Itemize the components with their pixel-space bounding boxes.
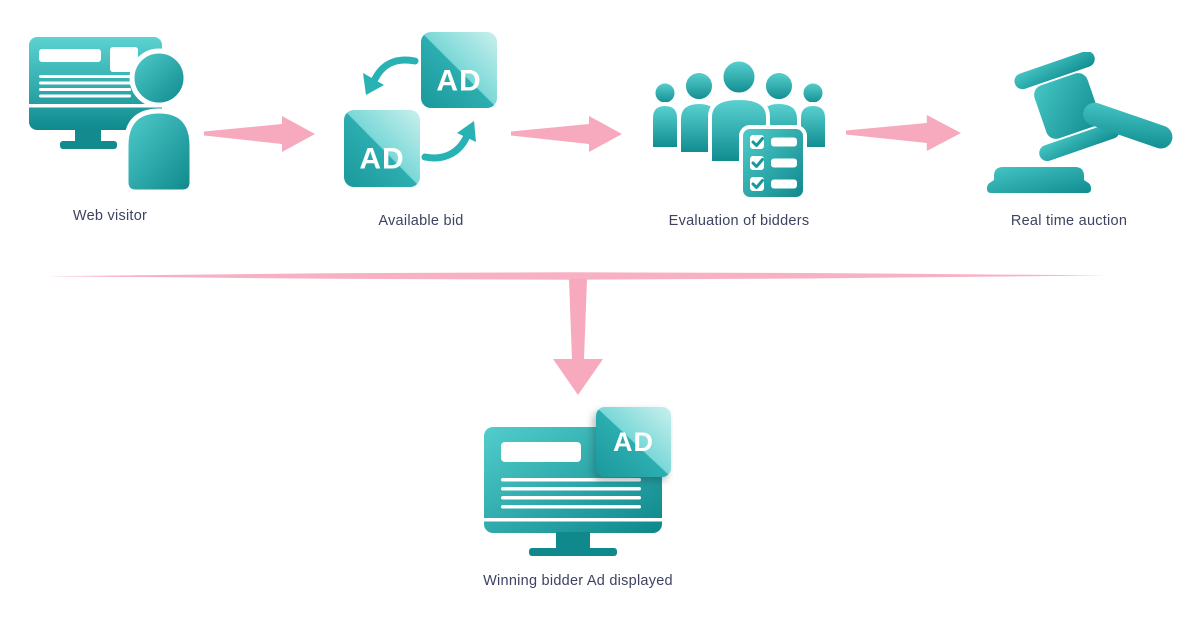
ad-exchange-icon: AD AD (344, 32, 497, 187)
flow-arrow-right-icon (846, 115, 961, 151)
node-winning-bidder-ad-displayed: AD Winning bidder Ad displayed (483, 402, 673, 602)
user-silhouette (123, 48, 195, 195)
gavel-sound-block (987, 167, 1091, 193)
node-evaluation-of-bidders: Evaluation of bidders (649, 57, 829, 235)
ad-text-top: AD (436, 65, 481, 98)
ad-square-bottom (344, 110, 420, 187)
monitor-with-ad-badge-icon: AD (484, 407, 671, 556)
ad-text-bottom: AD (359, 143, 404, 176)
ad-badge: AD (596, 407, 671, 477)
monitor-with-user-icon (29, 37, 195, 195)
ad-text-badge: AD (613, 427, 654, 457)
ad-square-top (421, 32, 497, 108)
node-label: Available bid (378, 213, 464, 229)
node-real-time-auction: Real time auction (969, 52, 1173, 235)
swap-arrow-left-icon (363, 56, 419, 95)
monitor-shape (29, 37, 162, 149)
collector-line (48, 272, 1105, 280)
node-label: Evaluation of bidders (668, 213, 810, 229)
node-label: Winning bidder Ad displayed (483, 573, 673, 589)
bidders-group-checklist-icon (649, 57, 829, 201)
flow-arrow-right-icon (204, 116, 315, 152)
node-label: Web visitor (72, 208, 148, 224)
auction-gavel-icon (987, 52, 1173, 193)
swap-arrow-right-icon (421, 121, 476, 162)
flow-arrow-down-icon (553, 279, 603, 395)
node-label: Real time auction (1010, 213, 1128, 229)
checklist-icon (739, 125, 807, 201)
gavel-head (1014, 52, 1120, 161)
flow-arrow-right-icon (511, 116, 622, 152)
node-available-bid: AD AD Available bid (341, 28, 501, 238)
gavel-handle (1083, 102, 1173, 149)
node-web-visitor: Web visitor (20, 35, 200, 235)
